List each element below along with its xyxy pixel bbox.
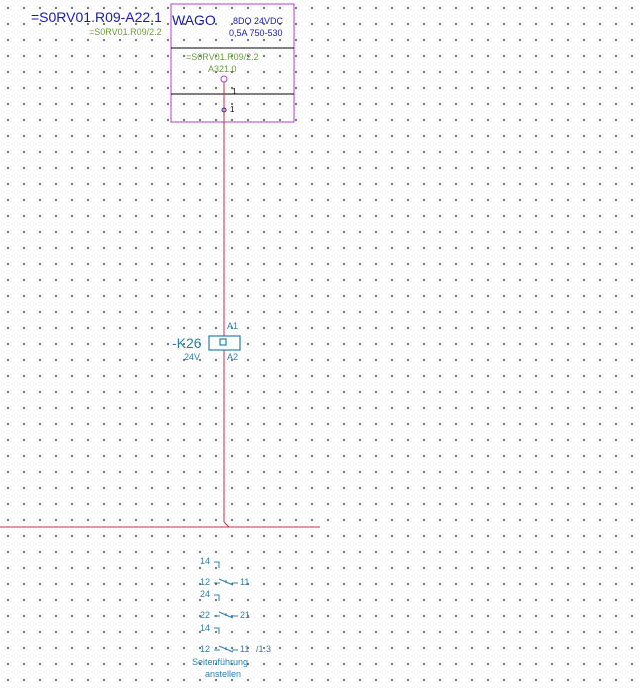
contact-description-1: Seitenführung [192,657,249,667]
contact-12-label: 12 [200,577,211,587]
contact-14-symbol [214,561,220,568]
relay-coil[interactable] [208,335,241,351]
relay-coil-marker [219,338,227,346]
contact-cross-ref[interactable]: /1.3 [256,644,272,654]
relay-pin-a1: A1 [227,321,239,331]
module-page-ref[interactable]: =S0RV01.R09/2.2 [89,27,162,37]
relay-voltage: 24V [184,352,201,362]
module-brand: WAGO [172,12,216,28]
module-address: A321.0 [208,64,237,74]
terminal-bottom-label: 1 [230,105,235,114]
contact-22-label: 22 [200,610,211,620]
contact-24-label: 24 [200,589,211,599]
io-module-box[interactable] [170,3,295,123]
contact-description-2: anstellen [205,669,242,679]
relay-tag: -K26 [172,335,202,351]
contact-14b-label: 14 [200,623,211,633]
contact-14-label: 14 [200,556,211,566]
module-tag: =S0RV01.R09-A22.1 [31,9,162,25]
module-inner-ref[interactable]: =S0RV01.R09/2.2 [186,52,259,62]
contact-22-21-symbol [214,611,238,619]
relay-pin-a2: A2 [227,352,239,362]
module-spec-line1: 8DO 24VDC [233,16,284,26]
contact-21-label: 21 [240,610,251,620]
contact-12b-label: 12 [200,644,211,654]
terminal-top-label: 1 [232,87,237,96]
module-terminal-top[interactable] [220,75,228,83]
contact-12-11-symbol [214,578,238,586]
contact-24-symbol [214,594,220,601]
contact-12-11b-symbol [214,645,238,653]
contact-11b-label: 11 [240,644,250,654]
wire-corner [223,521,230,528]
module-spec-line2: 0,5A 750-530 [229,28,283,38]
contact-14b-symbol [214,627,220,634]
contact-11-label: 11 [240,577,250,587]
